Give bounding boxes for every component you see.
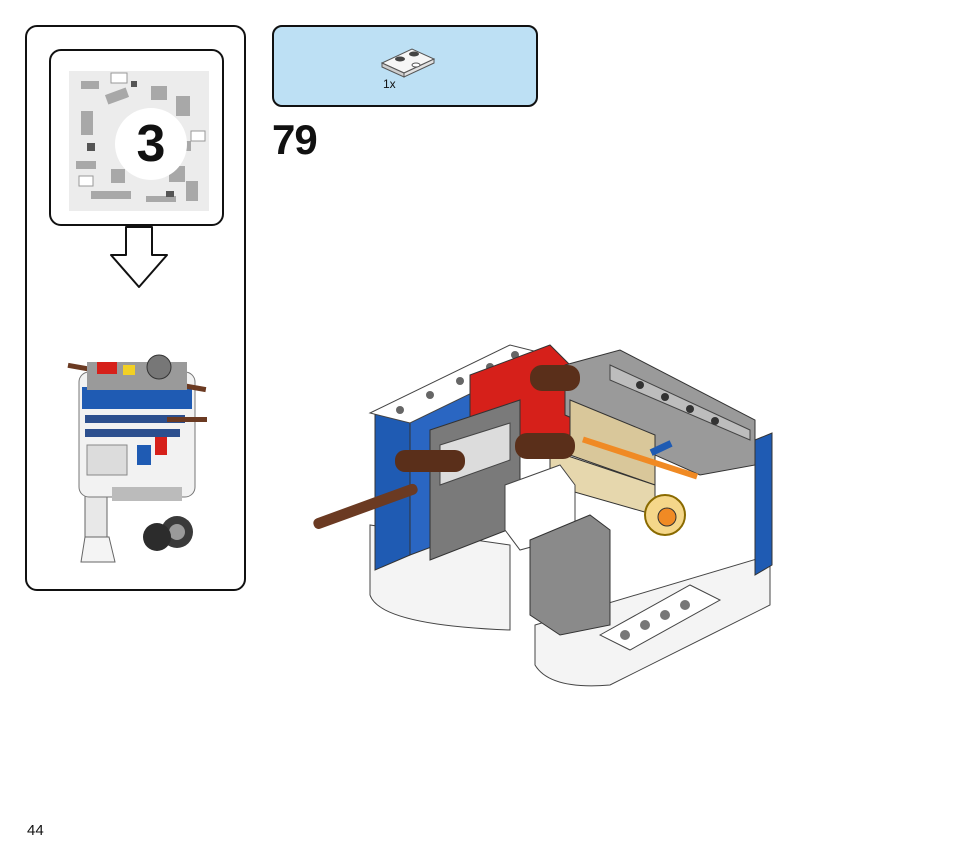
page-number: 44: [27, 822, 44, 839]
bag-panel: 3: [25, 25, 246, 591]
bag-frame: 3: [49, 49, 224, 226]
bag-number-badge: 3: [115, 108, 187, 180]
white-plate-with-studs-icon: [380, 48, 436, 78]
droid-preview-image: [67, 354, 207, 563]
step-number: 79: [272, 116, 318, 163]
parts-callout: 1x: [272, 25, 538, 107]
part-quantity: 1x: [383, 77, 396, 91]
down-arrow-icon: [110, 226, 168, 288]
main-assembly-illustration: [313, 344, 773, 687]
